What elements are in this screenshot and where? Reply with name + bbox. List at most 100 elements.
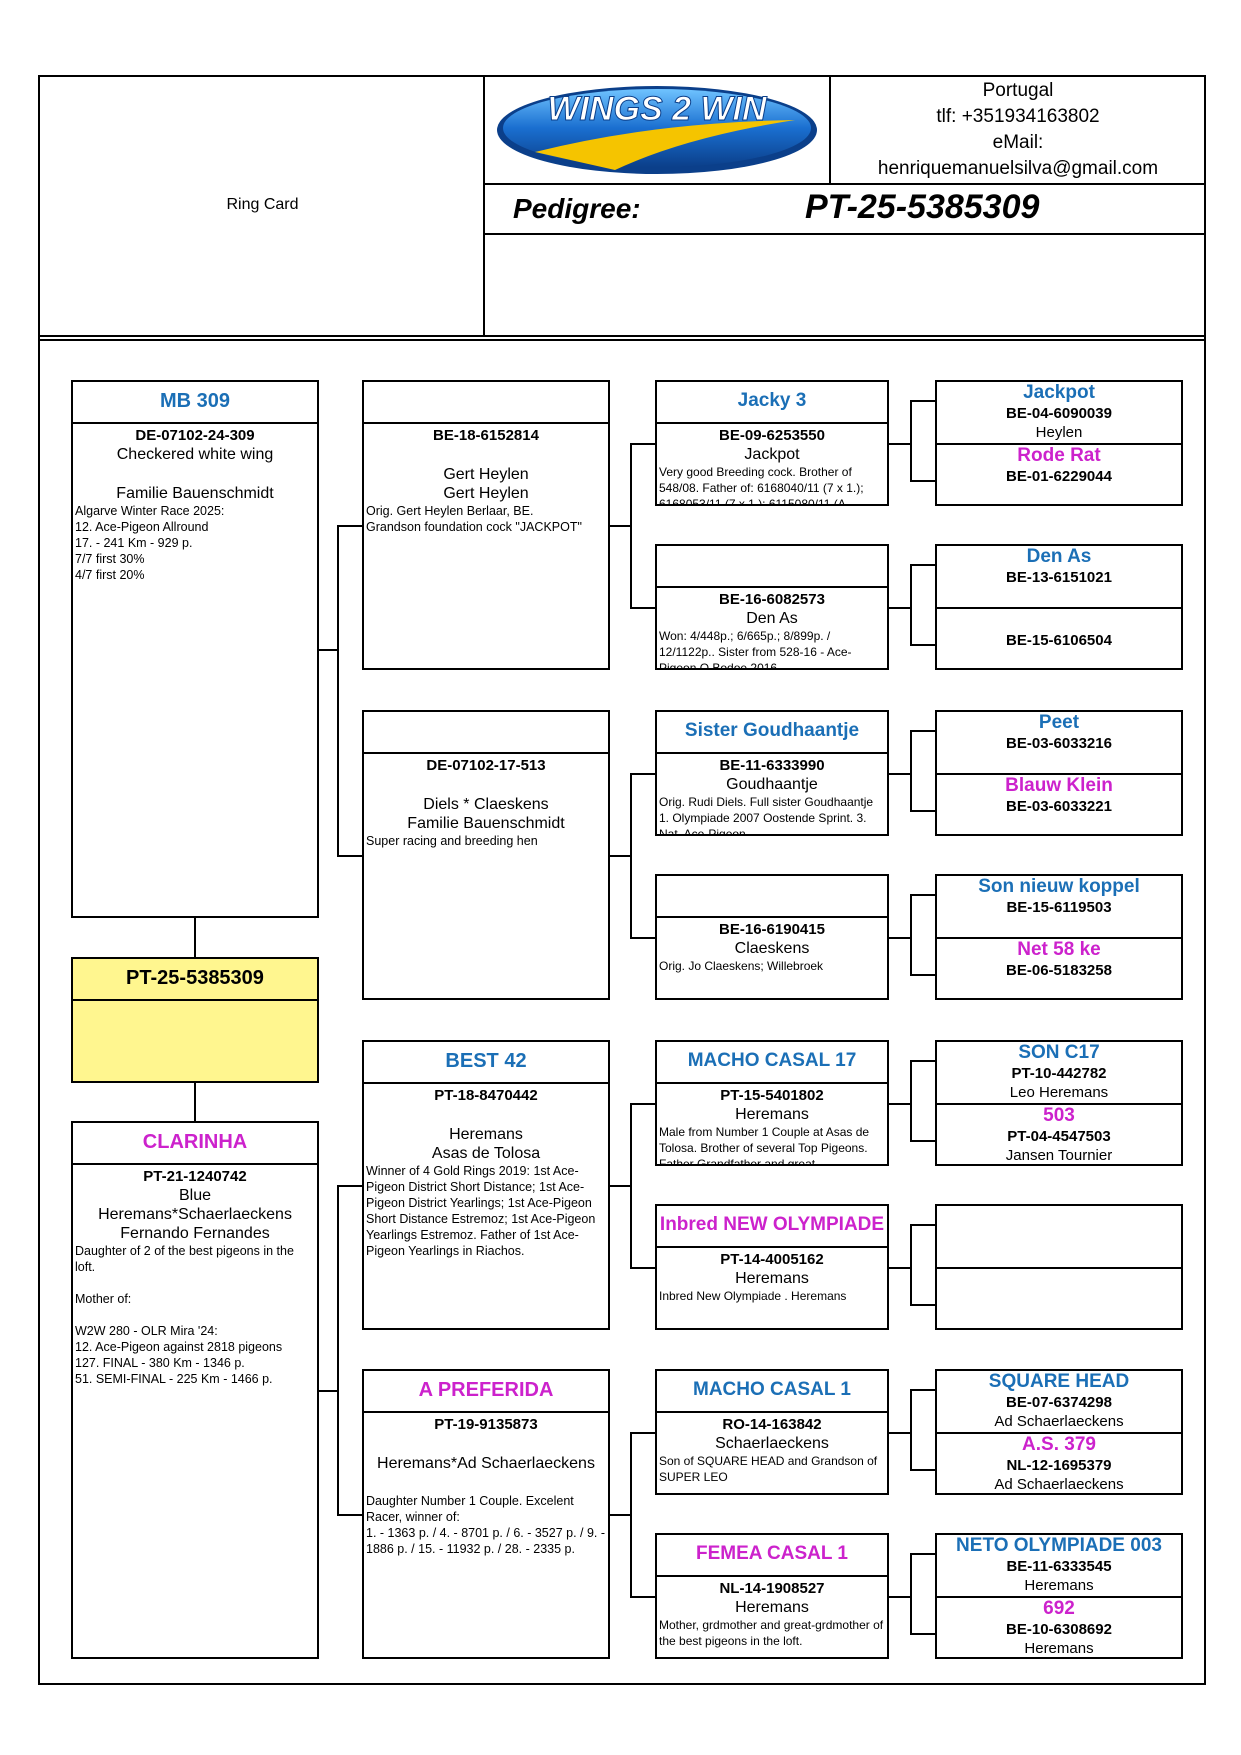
dam-sire-line-2: Asas de Tolosa	[431, 1145, 541, 1162]
gen4-top-ring: BE-07-6374298	[1006, 1394, 1112, 1411]
pedigree-ring: PT-25-5385309	[805, 188, 1040, 226]
logo-text: WINGS 2 WIN	[547, 90, 768, 128]
gen4-top-ring: BE-11-6333545	[1006, 1558, 1112, 1575]
gen3-description: Orig. Jo Claeskens; Willebroek	[659, 959, 824, 973]
gen3-description: Male from Number 1 Couple at Asas de Tol…	[659, 1125, 870, 1166]
gen4-bottom-name: Blauw Klein	[1005, 775, 1113, 796]
connector-g3-vertical	[910, 564, 912, 646]
sire-name: MB 309	[73, 382, 317, 424]
gen4-bottom-name: 503	[1043, 1105, 1075, 1126]
gen4-bottom[interactable]	[937, 1269, 1181, 1291]
gen3-line: Heremans	[735, 1599, 809, 1616]
connector-g2-out	[610, 525, 630, 527]
dam-sire-line-1: Heremans	[449, 1126, 523, 1143]
connector-g1-in	[337, 525, 362, 527]
gen4-bottom[interactable]: BE-15-6106504	[937, 609, 1181, 650]
subject-card[interactable]: PT-25-5385309	[71, 957, 319, 1083]
gen3-line: Schaerlaeckens	[715, 1435, 829, 1452]
dam-sire-card[interactable]: BEST 42 PT-18-8470442 Heremans Asas de T…	[362, 1040, 610, 1330]
connector-g3-vertical	[910, 730, 912, 812]
sire-dam-card[interactable]: DE-07102-17-513 Diels * Claeskens Famili…	[362, 710, 610, 1000]
connector-g2-in	[630, 1596, 655, 1598]
gen4-top[interactable]	[937, 1206, 1181, 1269]
gen4-top-name: Jackpot	[1023, 382, 1095, 403]
gen3-ring: PT-15-5401802	[720, 1087, 824, 1104]
gen3-description: Very good Breeding cock. Brother of 548/…	[659, 465, 864, 506]
gen3-name: FEMEA CASAL 1	[657, 1535, 887, 1577]
header-sep-1	[38, 335, 1206, 337]
connector-g3-in	[910, 644, 935, 646]
gen3-name: Sister Goudhaantje	[657, 712, 887, 754]
connector-g1-vertical	[337, 1185, 339, 1516]
sire-sire-name	[364, 382, 608, 424]
connector-g3-out	[889, 607, 910, 609]
connector-g1-in	[337, 1185, 362, 1187]
gen4-bottom-ring: NL-12-1695379	[1006, 1457, 1112, 1474]
connector-g3-in	[910, 1224, 935, 1226]
gen4-top-name: NETO OLYMPIADE 003	[956, 1535, 1162, 1556]
sire-sire-card[interactable]: BE-18-6152814 Gert Heylen Gert Heylen Or…	[362, 380, 610, 670]
gen3-name: Inbred NEW OLYMPIADE	[657, 1206, 887, 1248]
dam-dam-name: A PREFERIDA	[364, 1371, 608, 1413]
gen3-description: Inbred New Olympiade . Heremans	[659, 1289, 847, 1303]
connector-g2-in	[630, 773, 655, 775]
gen4-top-line: Heylen	[1035, 424, 1083, 441]
header-hline-1	[483, 183, 1205, 185]
gen4-top-ring: BE-03-6033216	[1006, 735, 1112, 752]
gen4-card[interactable]	[935, 1204, 1183, 1330]
gen3-line: Heremans	[735, 1270, 809, 1287]
connector-g3-vertical	[910, 400, 912, 482]
dam-card[interactable]: CLARINHA PT-21-1240742 Blue Heremans*Sch…	[71, 1121, 319, 1659]
sire-dam-line-2: Familie Bauenschmidt	[407, 815, 565, 832]
gen4-top-line: Leo Heremans	[1009, 1084, 1109, 1101]
connector-g3-in	[910, 1304, 935, 1306]
gen4-top-name: SON C17	[1018, 1042, 1100, 1063]
connector-g3-in	[910, 1060, 935, 1062]
gen4-bottom-ring: BE-15-6106504	[1006, 632, 1112, 649]
header-divider	[483, 75, 485, 337]
contact-email[interactable]: henriquemanuelsilva@gmail.com	[877, 158, 1159, 179]
gen4-top-name: Son nieuw koppel	[978, 876, 1140, 897]
connector-g3-vertical	[910, 1389, 912, 1471]
gen4-bottom-line: Heremans	[1024, 1640, 1094, 1657]
gen3-ring: BE-16-6082573	[719, 591, 825, 608]
sire-card[interactable]: MB 309 DE-07102-24-309 Checkered white w…	[71, 380, 319, 918]
dam-name: CLARINHA	[73, 1123, 317, 1165]
connector-g3-in	[910, 564, 935, 566]
connector-g3-in	[910, 400, 935, 402]
connector-g3-in	[910, 1469, 935, 1471]
gen3-ring: PT-14-4005162	[720, 1251, 824, 1268]
dam-dam-card[interactable]: A PREFERIDA PT-19-9135873 Heremans*Ad Sc…	[362, 1369, 610, 1659]
sire-dam-line-1: Diels * Claeskens	[423, 796, 549, 813]
connector-g1-out	[319, 649, 337, 651]
connector-g2-in	[630, 1267, 655, 1269]
